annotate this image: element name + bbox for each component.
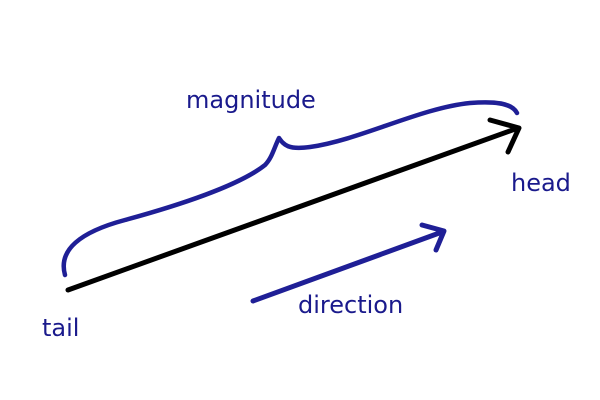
tail-label: tail [42, 314, 80, 342]
magnitude-brace [61, 100, 520, 278]
head-label: head [511, 169, 571, 197]
magnitude-label: magnitude [186, 86, 316, 114]
direction-label: direction [298, 291, 404, 319]
vector-arrowhead [487, 117, 522, 155]
vector-shaft [65, 125, 521, 293]
direction-arrow-shaft [250, 229, 445, 304]
direction-arrowhead [419, 222, 447, 253]
